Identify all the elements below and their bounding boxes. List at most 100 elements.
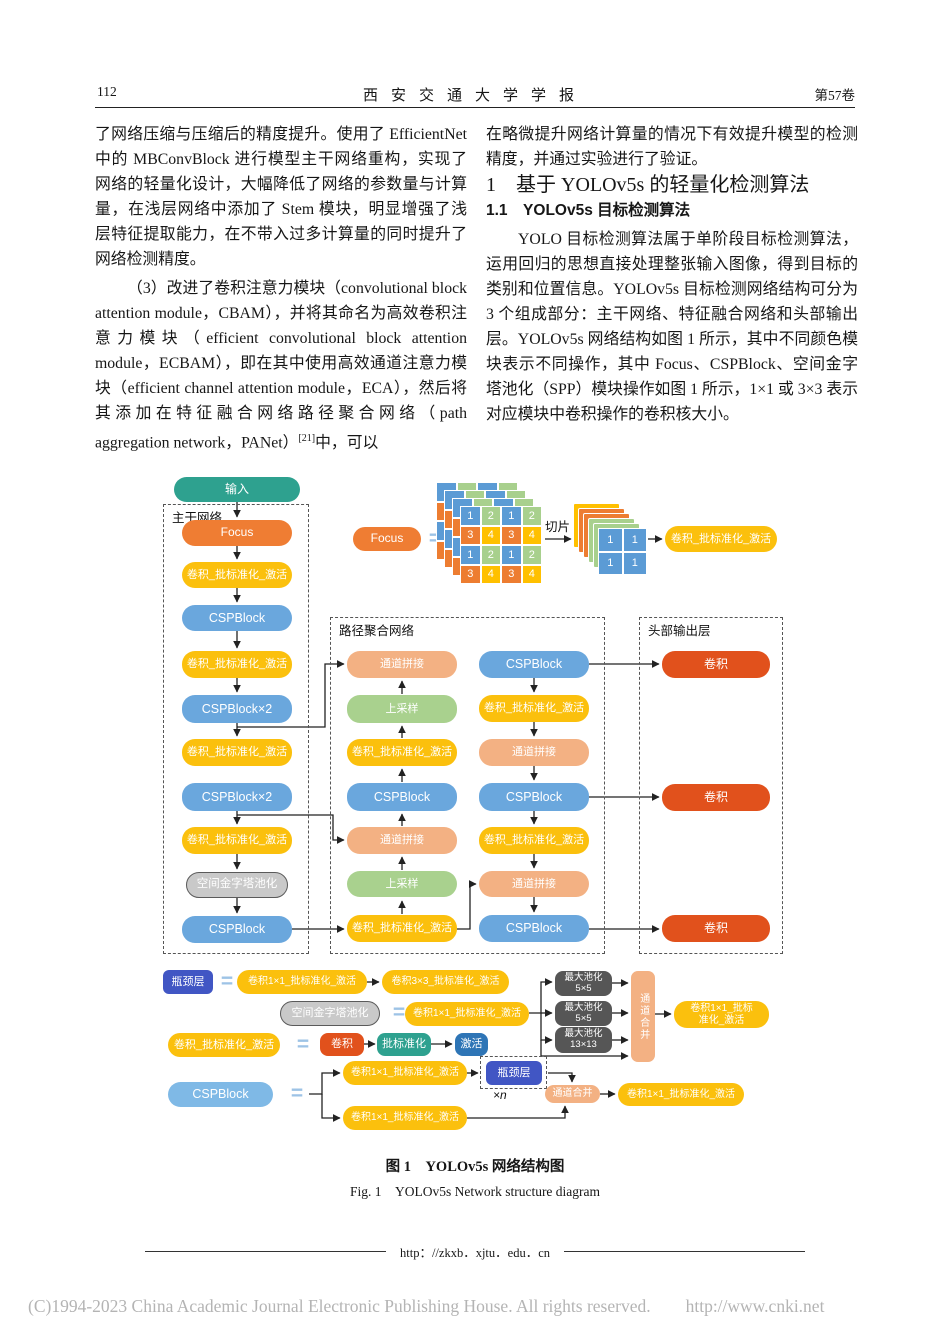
- paragraph: 在略微提升网络计算量的情况下有效提升模型的检测精度，并通过实验进行了验证。: [486, 126, 858, 168]
- spp-label-node: 空间金字塔池化: [280, 1001, 380, 1026]
- panet-csp-h3-node: CSPBlock: [479, 915, 589, 942]
- csp-concat-node: 通道合并: [545, 1085, 600, 1103]
- tensor-cell: 1: [461, 507, 480, 525]
- tensor-cell: 1: [599, 552, 622, 574]
- tensor-cell: 2: [522, 546, 541, 564]
- tensor-cell: 2: [481, 546, 500, 564]
- backbone-cbl2-node: 卷积_批标准化_激活: [182, 651, 292, 678]
- spp-maxpool2-node: 最大池化 5×5: [555, 1001, 612, 1026]
- backbone-csp4-node: CSPBlock: [182, 916, 292, 943]
- citation-ref: [21]: [298, 433, 316, 444]
- eq-cbl-node: =: [296, 1032, 310, 1056]
- tensor-cell: 1: [502, 507, 521, 525]
- panet-csp-h2-node: CSPBlock: [479, 783, 589, 811]
- xn-label: ×n: [493, 1088, 507, 1102]
- backbone-csp1-node: CSPBlock: [182, 605, 292, 631]
- box-label: 头部输出层: [648, 624, 711, 638]
- volume-label: 第57卷: [814, 88, 856, 103]
- tensor-cell: 2: [481, 507, 500, 525]
- eq-spp-node: =: [392, 1000, 406, 1024]
- backbone-csp3-node: CSPBlock×2: [182, 783, 292, 811]
- panet-upsample2-node: 上采样: [347, 871, 457, 897]
- header-rule: [95, 107, 855, 108]
- spp-concat-node: 通道合并: [631, 971, 655, 1062]
- csp-conv-out-node: 卷积1×1_批标准化_激活: [618, 1083, 744, 1106]
- panet-concat-h2-node: 通道拼接: [479, 871, 589, 897]
- head-conv2-node: 卷积: [662, 784, 770, 811]
- bottleneck-label-node: 瓶颈层: [163, 970, 213, 994]
- csp-label-node: CSPBlock: [168, 1082, 273, 1107]
- head-conv1-node: 卷积: [662, 651, 770, 678]
- 路径聚合网络-box: 路径聚合网络: [330, 617, 605, 954]
- tensor-cell: 1: [502, 546, 521, 564]
- 头部输出层-box: 头部输出层: [639, 617, 783, 954]
- spp-maxpool3-node: 最大池化 13×13: [555, 1027, 612, 1053]
- backbone-cbl1-node: 卷积_批标准化_激活: [182, 562, 292, 588]
- focus-demo-node: Focus: [353, 527, 421, 551]
- journal-title: 西安交通大学学报: [362, 88, 587, 104]
- eq-bottleneck-node: =: [220, 969, 234, 993]
- right-column: 在略微提升网络计算量的情况下有效提升模型的检测精度，并通过实验进行了验证。 1 …: [486, 122, 858, 427]
- cbl-conv-node: 卷积: [320, 1033, 364, 1056]
- tensor-cell: 1: [623, 552, 646, 574]
- panet-concat2-node: 通道拼接: [347, 827, 457, 854]
- tensor-cell: 1: [623, 529, 646, 551]
- slice-label: 切片: [545, 520, 571, 534]
- spp-conv-out-node: 卷积1×1_批标 准化_激活: [674, 1001, 769, 1028]
- backbone-cbl4-node: 卷积_批标准化_激活: [182, 827, 292, 854]
- panet-upsample1-node: 上采样: [347, 695, 457, 723]
- input-node: 输入: [174, 477, 300, 502]
- tensor-cell: 1: [599, 529, 622, 551]
- cbl-act-node: 激活: [455, 1033, 488, 1056]
- section-heading: 1 基于 YOLOv5s 的轻量化检测算法: [486, 174, 810, 196]
- bottleneck-conv1-node: 卷积1×1_批标准化_激活: [237, 970, 367, 994]
- tensor-cell: 1: [461, 546, 480, 564]
- paragraph: （3）改进了卷积注意力模块（convolutional block attent…: [95, 280, 467, 452]
- paragraph: YOLO 目标检测算法属于单阶段目标检测算法，运用回归的思想直接处理整张输入图像…: [486, 231, 858, 423]
- head-conv3-node: 卷积: [662, 915, 770, 942]
- backbone-focus-node: Focus: [182, 520, 292, 546]
- csp-bottleneck-node: 瓶颈层: [486, 1061, 542, 1085]
- tensor-cell: 4: [522, 565, 541, 583]
- tensor-cell: 3: [502, 526, 521, 544]
- tensor-cell: 2: [522, 507, 541, 525]
- tensor-cell: 3: [461, 526, 480, 544]
- spp-conv-in-node: 卷积1×1_批标准化_激活: [405, 1002, 529, 1026]
- csp-conv-bottom-node: 卷积1×1_批标准化_激活: [343, 1106, 467, 1130]
- figure-caption-en: Fig. 1 YOLOv5s Network structure diagram: [349, 1184, 601, 1199]
- tensor-cell: 3: [502, 565, 521, 583]
- panet-cbl-h1-node: 卷积_批标准化_激活: [479, 695, 589, 722]
- tensor-cell: 4: [481, 565, 500, 583]
- focus-cbl-node: 卷积_批标准化_激活: [665, 526, 777, 552]
- tensor-cell: 4: [481, 526, 500, 544]
- left-column: 了网络压缩与压缩后的精度提升。使用了 EfficientNet 中的 MBCon…: [95, 122, 467, 455]
- spp-maxpool1-node: 最大池化 5×5: [555, 971, 612, 996]
- page-number: 112: [97, 84, 117, 99]
- csp-conv-top-node: 卷积1×1_批标准化_激活: [343, 1061, 467, 1085]
- bottleneck-conv2-node: 卷积3×3_批标准化_激活: [382, 970, 509, 994]
- cbl-label-node: 卷积_批标准化_激活: [168, 1033, 280, 1057]
- panet-csp1-node: CSPBlock: [347, 783, 457, 811]
- subsection-heading: 1.1 YOLOv5s 目标检测算法: [486, 202, 691, 219]
- panet-cbl-h2-node: 卷积_批标准化_激活: [479, 827, 589, 854]
- copyright-watermark: (C)1994-2023 China Academic Journal Elec…: [28, 1296, 825, 1316]
- paragraph: 了网络压缩与压缩后的精度提升。使用了 EfficientNet 中的 MBCon…: [95, 126, 467, 268]
- footer-rule-left: [145, 1251, 387, 1252]
- panet-csp-h1-node: CSPBlock: [479, 651, 589, 678]
- backbone-spp-node: 空间金字塔池化: [186, 872, 288, 898]
- cbl-bn-node: 批标准化: [377, 1033, 431, 1056]
- figure-caption-zh: 图 1 YOLOv5s 网络结构图: [385, 1159, 565, 1175]
- backbone-cbl3-node: 卷积_批标准化_激活: [182, 739, 292, 766]
- tensor-cell: 4: [522, 526, 541, 544]
- page-header: 112 西安交通大学学报 第57卷: [95, 84, 855, 106]
- box-label: 路径聚合网络: [339, 624, 415, 638]
- panet-cbl1-node: 卷积_批标准化_激活: [347, 739, 457, 766]
- panet-concat1-node: 通道拼接: [347, 651, 457, 678]
- bottleneck-box: [480, 1056, 547, 1089]
- footer: http：//zkxb．xjtu．edu．cn: [145, 1242, 806, 1261]
- tensor-cell: 3: [461, 565, 480, 583]
